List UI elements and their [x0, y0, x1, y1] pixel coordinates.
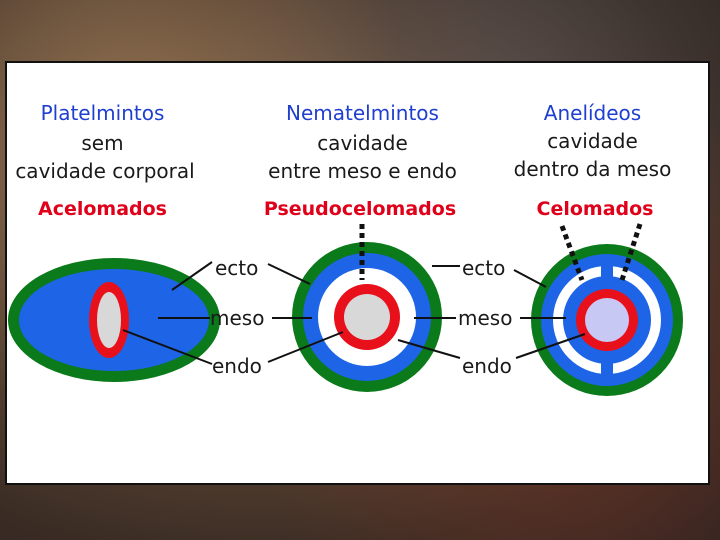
endo-label-left: endo: [212, 354, 262, 378]
pseudocoelomate-gut: [344, 294, 390, 340]
endo-label-right: endo: [462, 354, 512, 378]
coelomate-desc-1: cavidade: [547, 129, 638, 153]
endo-leader-left-a: [122, 329, 213, 365]
pseudocoelomate-desc-2: entre meso e endo: [268, 159, 457, 183]
endo-leader-right-a: [397, 339, 461, 359]
meso-label-left: meso: [210, 306, 265, 330]
coelomate-gut: [585, 298, 629, 342]
coelomate-mesentery-bottom: [601, 344, 613, 378]
coelomate-desc-2: dentro da meso: [513, 157, 672, 181]
ecto-leader-right-b: [513, 269, 547, 288]
coelomate-mesentery-top: [601, 262, 613, 296]
coelomate-cavity-pointer-left: [559, 225, 585, 281]
ecto-leader-left-a: [171, 261, 213, 291]
right-leader-lines: [397, 265, 586, 359]
endo-leader-left-b: [267, 331, 344, 363]
coelomate-cavity-pointer-right: [619, 223, 643, 281]
ecto-label-left: ecto: [215, 256, 259, 280]
meso-label-right: meso: [458, 306, 513, 330]
pseudocoelomate-body: [292, 224, 442, 392]
pseudocoelomate-name: Nematelmintos: [286, 101, 439, 125]
coelomate-name: Anelídeos: [543, 101, 642, 125]
acoelomate-title: Acelomados: [37, 198, 167, 220]
coelomate-title: Celomados: [536, 198, 654, 220]
pseudocoelomate-title: Pseudocelomados: [263, 198, 457, 220]
coelomate-body: [531, 223, 683, 396]
pseudocoelomate-desc-1: cavidade: [317, 131, 408, 155]
acoelomate-name: Platelmintos: [40, 101, 165, 125]
acoelomate-desc-2: cavidade corporal: [15, 159, 195, 183]
left-leader-lines: [122, 261, 344, 365]
ecto-label-right: ecto: [462, 256, 506, 280]
ecto-leader-left-b: [267, 263, 311, 285]
acoelomate-desc-1: sem: [81, 131, 124, 155]
endo-leader-right-b: [515, 333, 586, 359]
acoelomate-gut: [97, 292, 121, 348]
acoelomate-body: [8, 258, 220, 382]
